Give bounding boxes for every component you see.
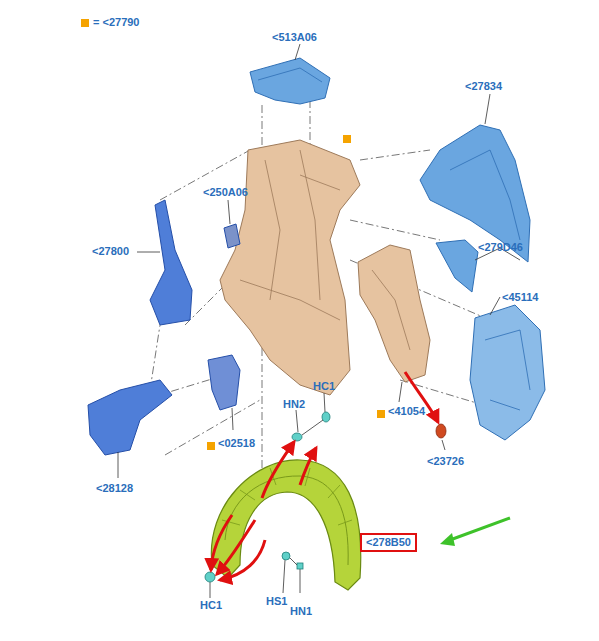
part-number: <278B50 [366, 536, 411, 549]
part-number: <27800 [92, 245, 129, 258]
part-number: <45114 [502, 291, 538, 304]
part-number: <28128 [96, 482, 133, 495]
fastener-code: HN2 [283, 398, 305, 411]
legend-text: = <27790 [93, 16, 140, 29]
part-number: <279D46 [478, 241, 523, 254]
part-number: <513A06 [272, 31, 317, 44]
part-number: <41054 [388, 405, 425, 418]
fastener-code: HC1 [200, 599, 222, 612]
part-number: <27834 [465, 80, 502, 93]
fastener-code: HS1 [266, 595, 287, 608]
legend-swatch [81, 19, 89, 27]
fastener-code: HN1 [290, 605, 312, 618]
highlight-box: <278B50 [360, 533, 417, 552]
fastener-code: HC1 [313, 380, 335, 393]
part-number: <250A06 [203, 186, 248, 199]
part-number: <23726 [427, 455, 464, 468]
part-number: <02518 [218, 437, 255, 450]
